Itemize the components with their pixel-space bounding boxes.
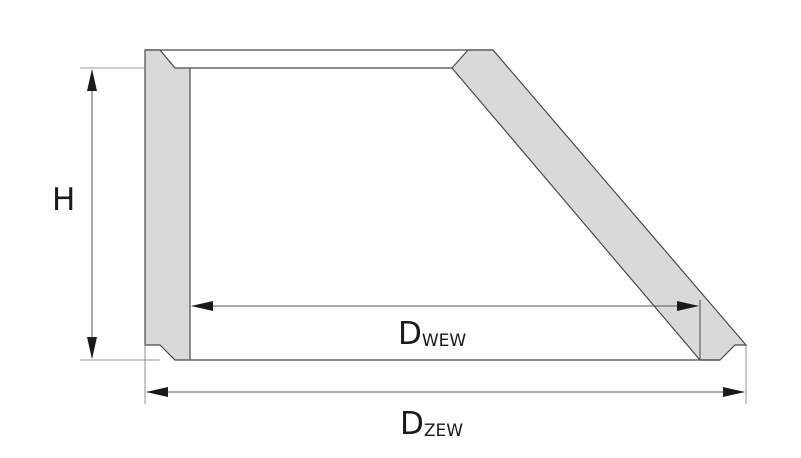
outer-diameter-subscript: ZEW	[424, 421, 463, 441]
inner-diameter-subscript: WEW	[422, 331, 467, 351]
right-sloped-wall	[451, 49, 748, 361]
outer-diameter-main: D	[400, 406, 424, 442]
height-label: H	[52, 182, 75, 218]
left-wall	[144, 49, 191, 361]
inner-diameter-label: DWEW	[398, 316, 466, 352]
inner-diameter-main: D	[398, 316, 422, 352]
outer-diameter-label: DZEW	[400, 406, 463, 442]
